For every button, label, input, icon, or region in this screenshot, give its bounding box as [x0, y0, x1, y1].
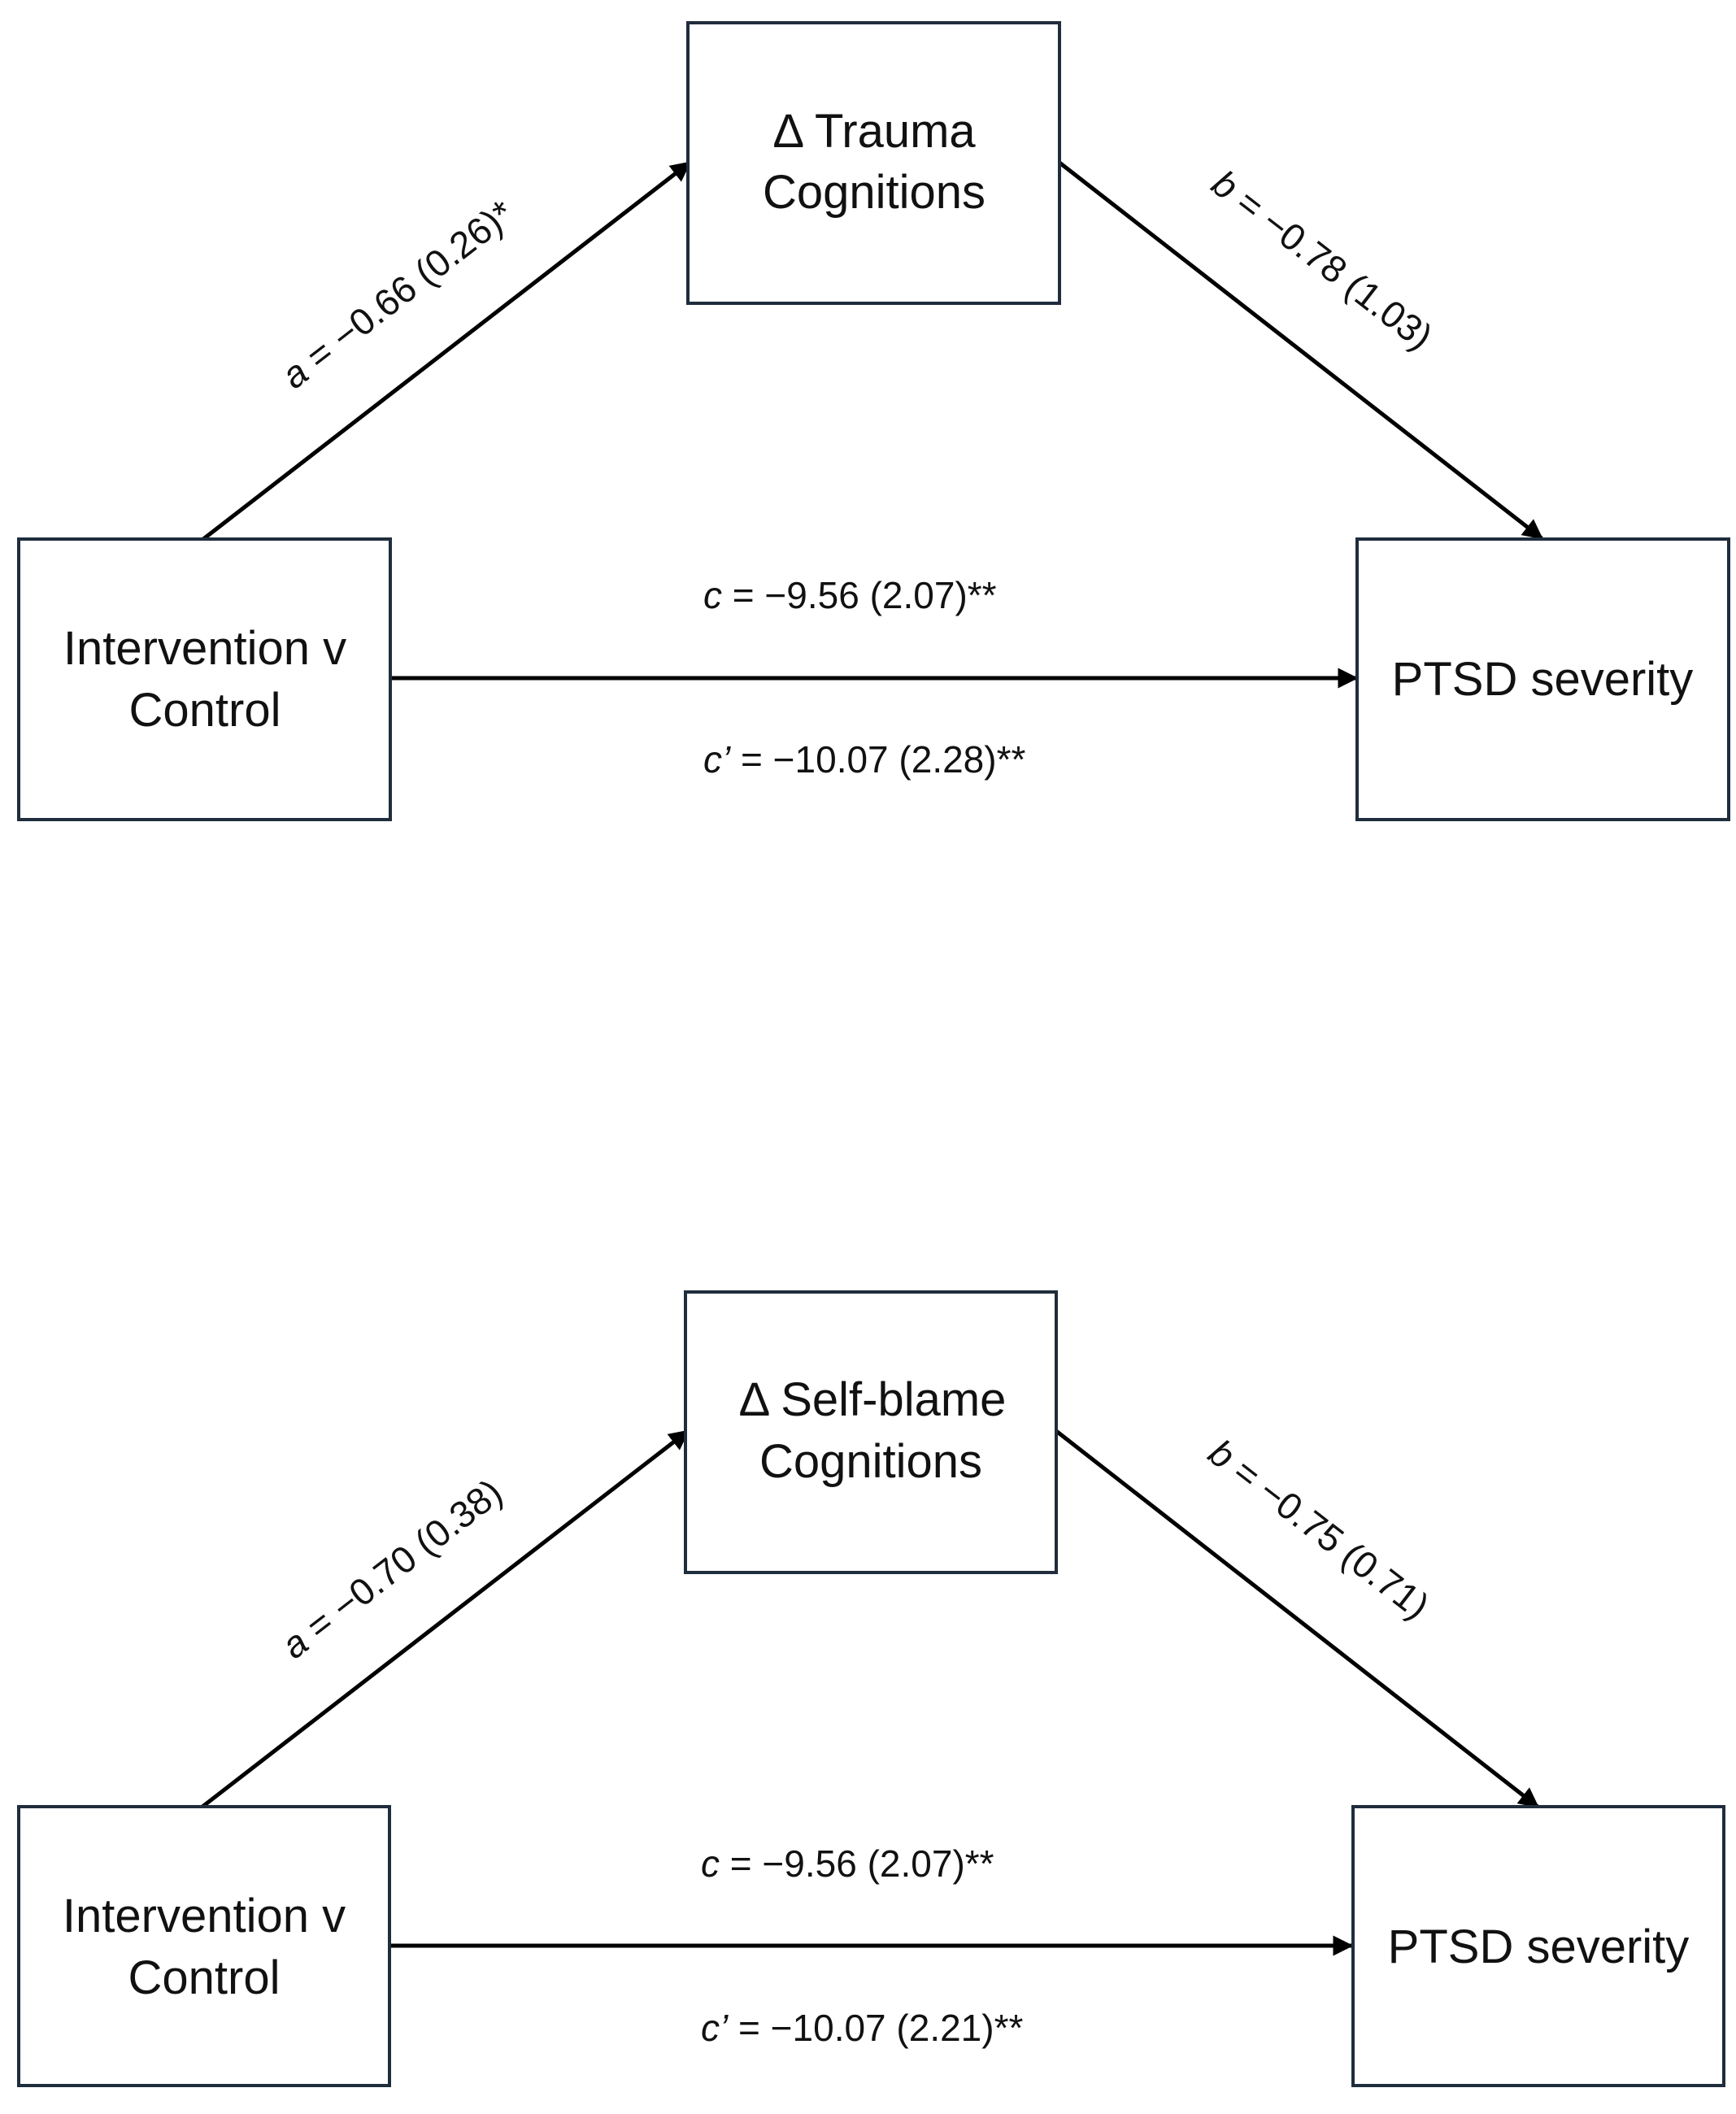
mediation-model-trauma-cognitions: Δ Trauma Cognitions Intervention v Contr… — [17, 21, 1730, 821]
path-a-arrow — [202, 161, 691, 541]
path-a-coefficient: a = −0.70 (0.38) — [273, 1471, 510, 1667]
path-b-coefficient: b = −0.78 (1.03) — [1204, 162, 1441, 358]
path-c-symbol: c — [701, 1842, 720, 1885]
path-c-value: = −9.56 (2.07)** — [722, 574, 997, 616]
predictor-label-line1: Intervention v — [63, 622, 346, 675]
mediator-label-line2: Cognitions — [759, 1435, 982, 1488]
path-b-arrow — [1055, 1429, 1539, 1808]
path-b-value: = −0.75 (0.71) — [1217, 1443, 1438, 1627]
path-c-value: = −9.56 (2.07)** — [720, 1842, 994, 1885]
mediator-label-line2: Cognitions — [763, 166, 985, 219]
predictor-label-line2: Control — [129, 684, 281, 737]
path-a-coefficient: a = −0.66 (0.26)* — [273, 192, 521, 397]
mediator-label-line1: Δ Self-blame — [739, 1373, 1007, 1426]
path-a-value: = −0.66 (0.26)* — [290, 192, 522, 385]
path-c-symbol: c — [703, 574, 722, 616]
outcome-box — [1351, 1805, 1725, 2087]
predictor-box — [17, 1805, 391, 2087]
path-b-arrow — [1058, 161, 1543, 540]
predictor-box — [17, 537, 392, 821]
path-c-prime-coefficient: c’ = −10.07 (2.21)** — [701, 2007, 1023, 2049]
path-c-prime-value: = −10.07 (2.21)** — [728, 2007, 1023, 2049]
outcome-label: PTSD severity — [1392, 653, 1694, 706]
path-a-value: = −0.70 (0.38) — [290, 1471, 511, 1655]
mediation-model-self-blame-cognitions: Δ Self-blame Cognitions Intervention v C… — [17, 1290, 1725, 2087]
path-c-prime-symbol: c’ — [701, 2007, 729, 2049]
outcome-box — [1355, 537, 1730, 821]
path-c-prime-symbol: c’ — [703, 738, 731, 781]
path-b-value: = −0.78 (1.03) — [1220, 174, 1441, 358]
path-c-prime-coefficient: c’ = −10.07 (2.28)** — [703, 738, 1025, 781]
mediator-box — [686, 21, 1061, 305]
path-a-arrow — [201, 1429, 690, 1808]
path-c-prime-value: = −10.07 (2.28)** — [730, 738, 1025, 781]
mediator-label-line1: Δ Trauma — [772, 105, 976, 158]
path-c-coefficient: c = −9.56 (2.07)** — [701, 1842, 994, 1885]
outcome-label: PTSD severity — [1388, 1920, 1690, 1973]
path-c-coefficient: c = −9.56 (2.07)** — [703, 574, 997, 616]
path-b-coefficient: b = −0.75 (0.71) — [1201, 1431, 1438, 1627]
predictor-label-line2: Control — [128, 1951, 281, 2004]
predictor-label-line1: Intervention v — [63, 1890, 346, 1942]
mediator-box — [684, 1290, 1058, 1574]
